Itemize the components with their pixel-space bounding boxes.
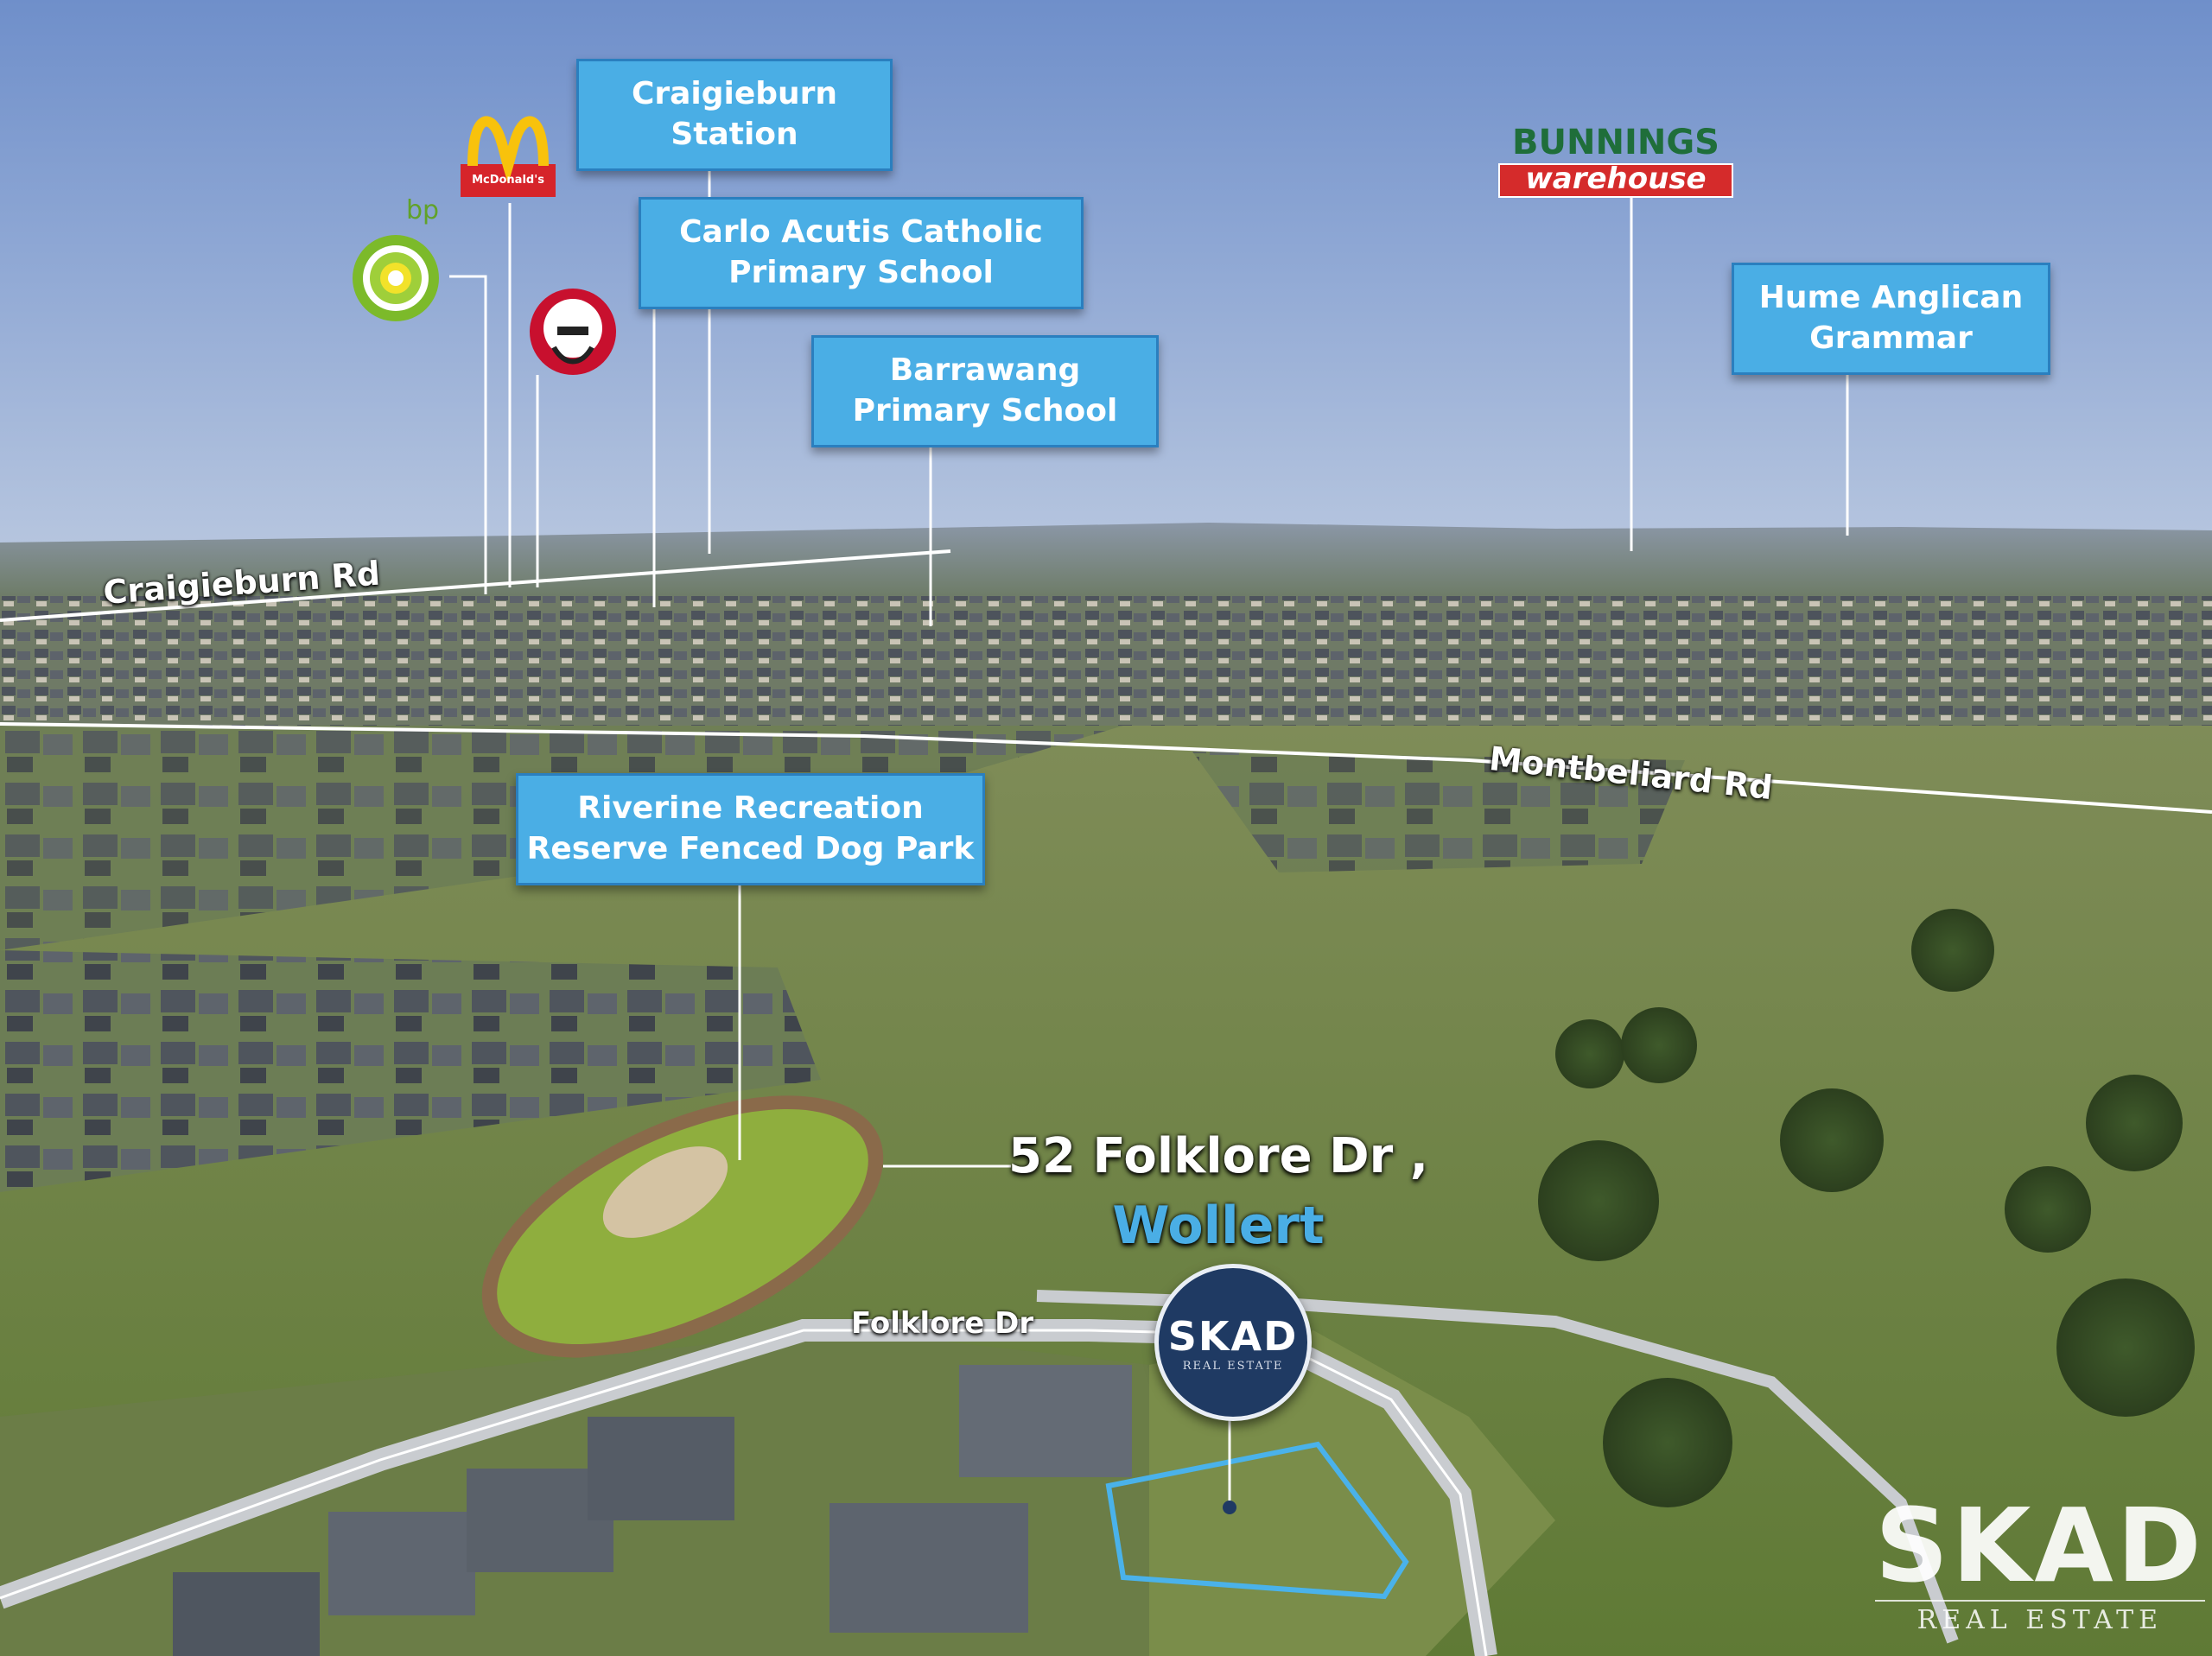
mcdonalds-text: McDonald's <box>472 174 544 187</box>
kfc-logo <box>530 289 616 375</box>
callout-barrawang-school: Barrawang Primary School <box>811 335 1159 447</box>
callout-carlo-acutis-school: Carlo Acutis Catholic Primary School <box>639 197 1084 309</box>
skad-pin-subtext: REAL ESTATE <box>1182 1359 1284 1373</box>
skad-watermark-text: SKAD <box>1875 1486 2205 1605</box>
callout-riverine-dog-park: Riverine Recreation Reserve Fenced Dog P… <box>516 773 985 885</box>
callout-riverine-dog-park-label: Riverine Recreation Reserve Fenced Dog P… <box>526 790 975 866</box>
skad-location-pin: SKAD REAL ESTATE <box>1154 1264 1312 1421</box>
bp-text: bp <box>406 195 440 225</box>
skad-watermark-subtext: REAL ESTATE <box>1875 1600 2205 1635</box>
property-address-street: 52 Folklore Dr , <box>1008 1128 1428 1184</box>
skad-watermark-logo: SKAD REAL ESTATE <box>1875 1494 2205 1635</box>
road-label-folklore: Folklore Dr <box>851 1306 1034 1341</box>
bunnings-wordmark: BUNNINGS warehouse <box>1499 123 1732 195</box>
bunnings-bottom-text: warehouse <box>1525 162 1707 196</box>
bunnings-top-text: BUNNINGS <box>1512 123 1719 162</box>
callout-hume-anglican-grammar-label: Hume Anglican Grammar <box>1758 280 2024 356</box>
callout-craigieburn-station: Craigieburn Station <box>576 59 893 171</box>
callout-craigieburn-station-label: Craigieburn Station <box>631 76 838 152</box>
mcdonalds-logo <box>461 116 556 197</box>
callout-barrawang-school-label: Barrawang Primary School <box>852 352 1118 428</box>
bp-wordmark: bp <box>406 195 439 225</box>
callout-carlo-acutis-school-label: Carlo Acutis Catholic Primary School <box>679 214 1043 290</box>
skad-pin-logo-text: SKAD <box>1167 1312 1299 1360</box>
property-address-suburb: Wollert <box>1112 1196 1325 1256</box>
bp-logo <box>353 235 439 321</box>
mcdonalds-wordmark: McDonald's <box>461 174 556 187</box>
bunnings-logo <box>1498 163 1733 198</box>
callout-hume-anglican-grammar: Hume Anglican Grammar <box>1732 263 2050 375</box>
